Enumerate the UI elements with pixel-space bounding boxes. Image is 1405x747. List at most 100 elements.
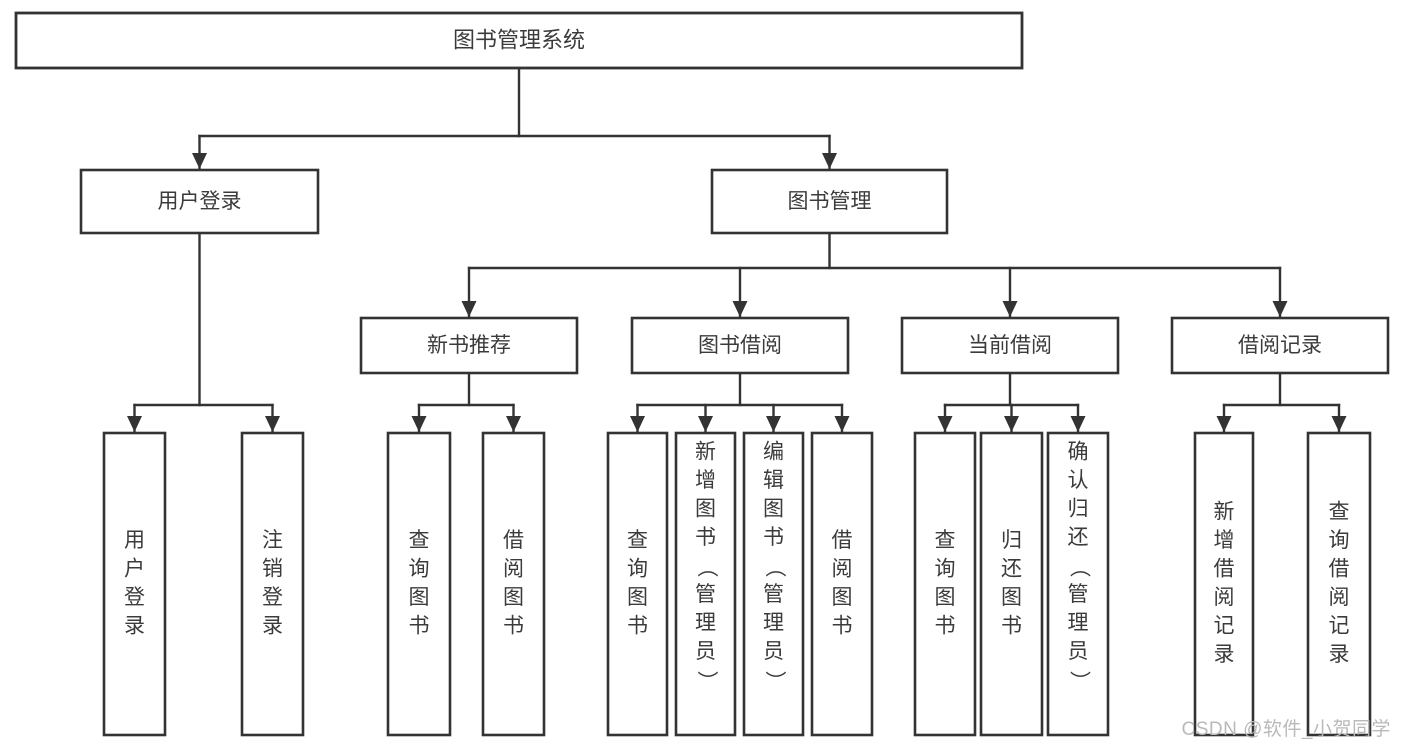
arrow-head-icon — [192, 153, 207, 169]
leaf-box-leaf-edit-book-admin[interactable] — [742, 431, 805, 737]
leaf-label-char: 新 — [695, 441, 716, 464]
leaf-label-char: 书 — [695, 526, 716, 549]
leaf-box-leaf-confirm-return-admin[interactable] — [1046, 431, 1110, 737]
leaf-label-char: 录 — [262, 614, 283, 637]
leaf-leaf-user-login[interactable]: 用户登录 — [102, 431, 167, 737]
leaf-label-char: 归 — [1001, 529, 1022, 552]
node-borrow-record[interactable]: 借阅记录 — [1170, 316, 1390, 375]
leaf-label-char: 书 — [409, 614, 430, 637]
node-box-new-book-recommend[interactable] — [359, 316, 579, 375]
node-label-current-borrow: 当前借阅 — [968, 334, 1052, 357]
leaf-box-leaf-borrow-book-1[interactable] — [481, 431, 546, 737]
csdn-watermark: CSDN @软件_小贺同学 — [1181, 719, 1391, 740]
leaf-label-char: 图 — [1001, 586, 1022, 609]
leaf-box-leaf-borrow-book-2[interactable] — [810, 431, 874, 737]
leaf-label-char: 管 — [1068, 583, 1089, 606]
leaf-label-char: 录 — [1214, 643, 1235, 666]
node-root[interactable]: 图书管理系统 — [14, 11, 1024, 70]
node-label-borrow-record: 借阅记录 — [1238, 334, 1322, 357]
leaf-box-leaf-return-book[interactable] — [979, 431, 1044, 737]
arrow-head-icon — [630, 416, 645, 432]
node-book-management[interactable]: 图书管理 — [710, 168, 949, 235]
node-current-borrow[interactable]: 当前借阅 — [900, 316, 1120, 375]
leaf-label-char: 查 — [1329, 500, 1350, 523]
arrow-head-icon — [1002, 301, 1018, 317]
node-label-root: 图书管理系统 — [453, 27, 585, 52]
leaf-box-leaf-logout-login[interactable] — [240, 431, 305, 737]
arrow-head-icon — [937, 416, 953, 432]
leaf-label-char: 书 — [1001, 614, 1022, 637]
leaf-label-char: 登 — [262, 586, 283, 609]
leaf-label-char: 户 — [124, 557, 145, 580]
node-box-current-borrow[interactable] — [900, 316, 1120, 375]
leaf-label-char: ） — [1067, 671, 1090, 692]
leaf-label-char: 书 — [763, 526, 784, 549]
arrow-head-icon — [411, 416, 427, 432]
leaf-label-char: ） — [695, 671, 718, 692]
leaf-label-char: 销 — [262, 557, 283, 580]
leaf-box-leaf-user-login[interactable] — [102, 431, 167, 737]
arrow-head-icon — [698, 416, 713, 432]
node-new-book-recommend[interactable]: 新书推荐 — [359, 316, 579, 375]
leaf-label-char: 查 — [409, 529, 430, 552]
node-box-user-login[interactable] — [79, 168, 320, 235]
leaf-box-leaf-query-book-2[interactable] — [606, 431, 669, 737]
leaf-label-char: 登 — [124, 586, 145, 609]
leaf-label-char: 理 — [695, 612, 716, 635]
leaf-label-char: 书 — [503, 614, 524, 637]
leaf-label-char: 查 — [935, 529, 956, 552]
leaf-label-char: 员 — [763, 640, 784, 663]
arrow-head-icon — [766, 416, 781, 432]
arrow-head-icon — [265, 416, 280, 432]
leaf-label-leaf-user-login: 用户登录 — [124, 529, 145, 638]
arrow-head-icon — [834, 416, 850, 432]
node-book-borrow[interactable]: 图书借阅 — [630, 316, 850, 375]
leaf-label-char: 图 — [503, 586, 524, 609]
leaf-label-char: 还 — [1068, 526, 1089, 549]
leaf-box-leaf-add-borrow-record[interactable] — [1193, 431, 1255, 737]
leaf-label-char: （ — [695, 557, 718, 578]
leaf-box-leaf-add-book-admin[interactable] — [674, 431, 737, 737]
leaf-label-char: 询 — [935, 557, 956, 580]
leaf-label-char: 书 — [832, 614, 853, 637]
arrow-head-icon — [1070, 416, 1086, 432]
leaf-box-leaf-query-borrow-record[interactable] — [1306, 431, 1372, 737]
connector-layer — [127, 66, 1347, 434]
leaf-box-leaf-query-book-3[interactable] — [913, 431, 977, 737]
node-box-book-borrow[interactable] — [630, 316, 850, 375]
leaf-label-char: 管 — [763, 583, 784, 606]
leaf-box-leaf-query-book-1[interactable] — [386, 431, 452, 737]
arrow-head-icon — [1331, 416, 1347, 432]
node-user-login[interactable]: 用户登录 — [79, 168, 320, 235]
leaf-label-char: 借 — [1214, 557, 1235, 580]
leaf-label-char: 录 — [1329, 643, 1350, 666]
leaf-label-char: 询 — [1329, 529, 1350, 552]
leaf-label-char: 注 — [262, 529, 283, 552]
leaf-label-char: 询 — [409, 557, 430, 580]
node-box-root[interactable] — [14, 11, 1024, 70]
leaf-label-char: 还 — [1001, 557, 1022, 580]
leaf-label-char: 阅 — [503, 557, 524, 580]
node-box-book-management[interactable] — [710, 168, 949, 235]
node-box-borrow-record[interactable] — [1170, 316, 1390, 375]
leaf-label-char: 增 — [695, 469, 716, 492]
node-label-book-management: 图书管理 — [788, 190, 872, 213]
